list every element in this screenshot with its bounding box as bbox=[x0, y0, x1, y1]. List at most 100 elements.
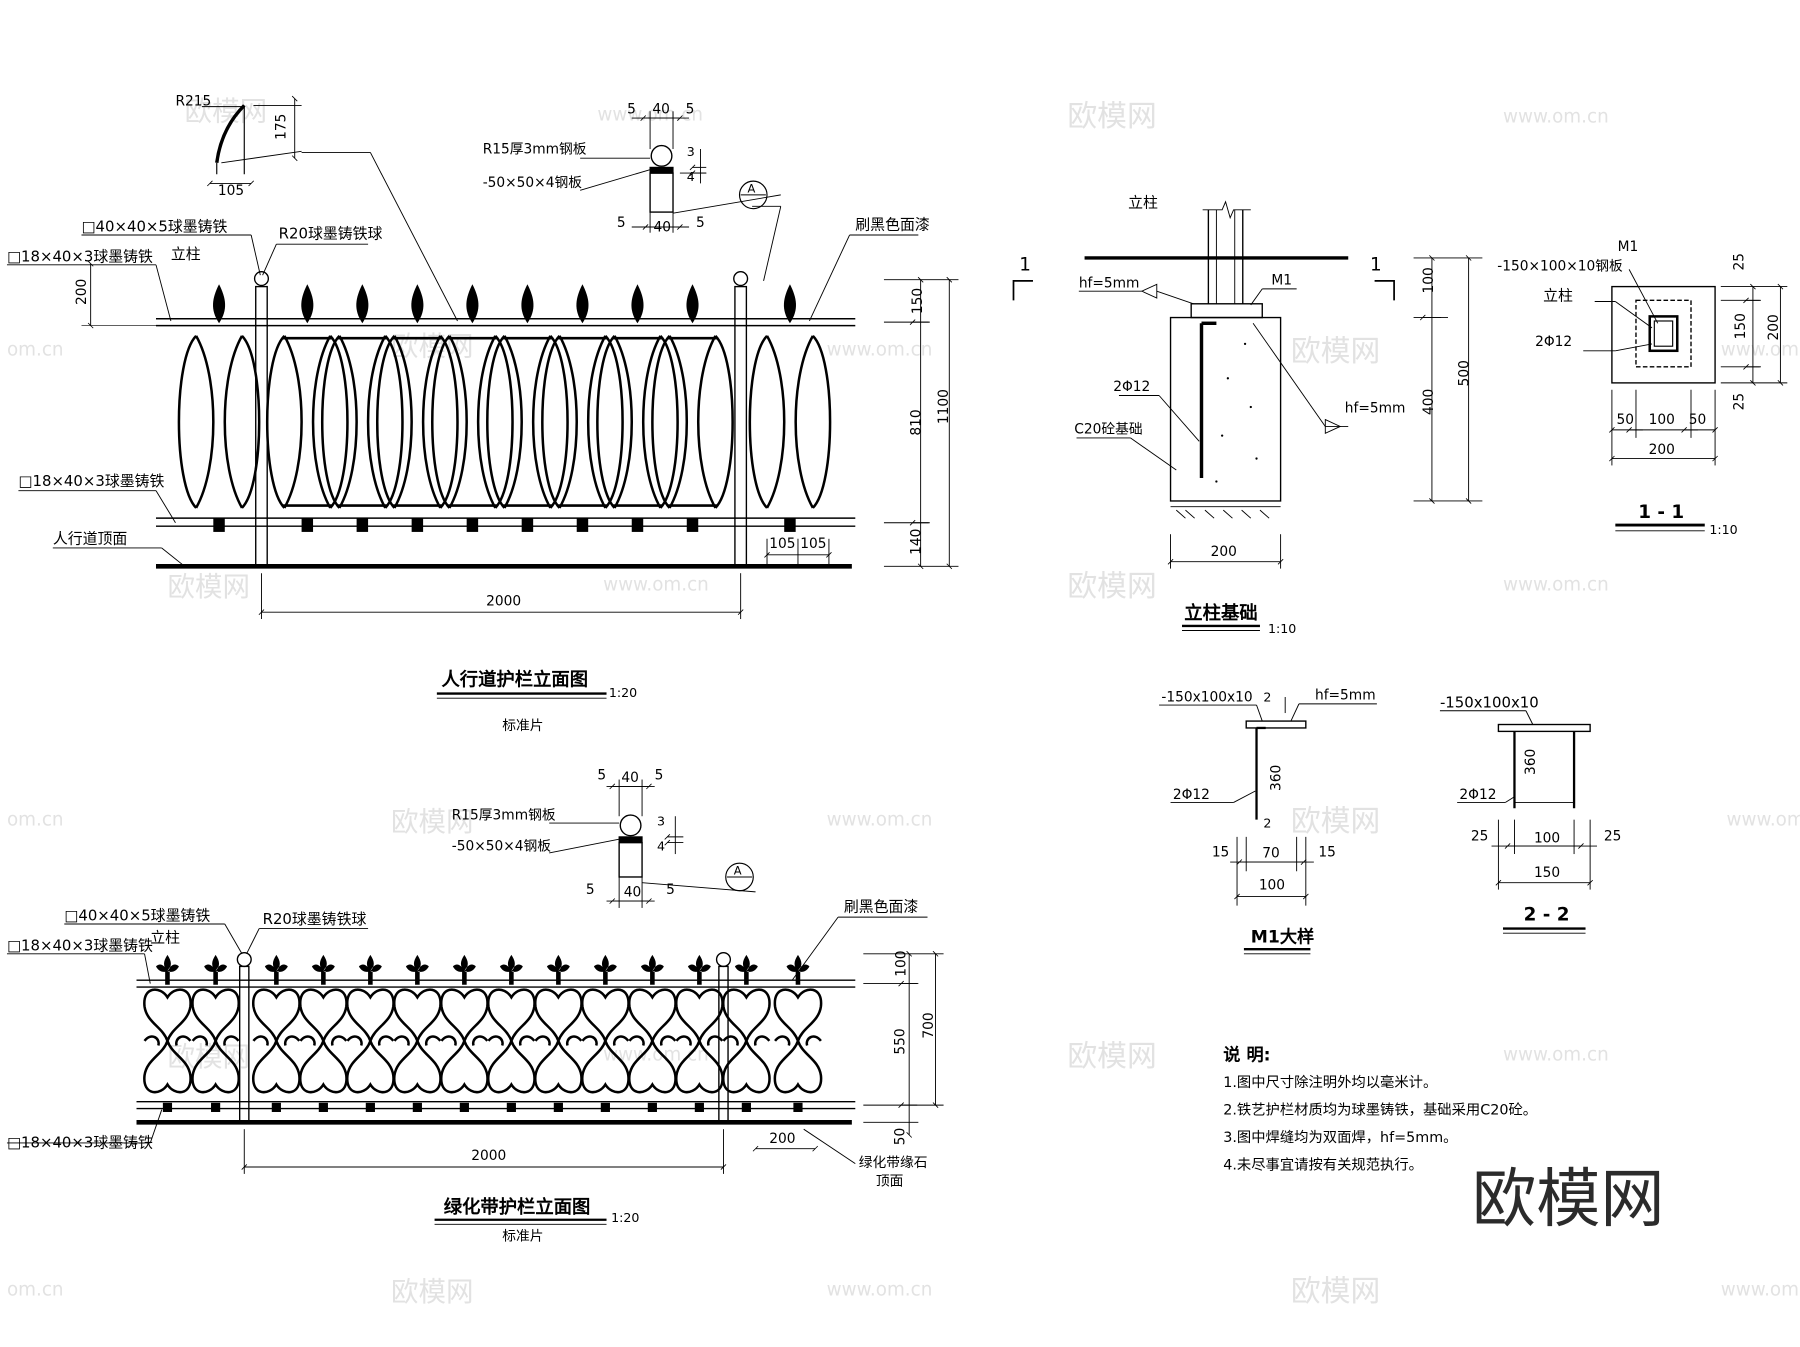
dim-label: 50 bbox=[893, 1128, 909, 1146]
material-label: □40×40×5球墨铸铁 bbox=[81, 218, 227, 236]
drawing-subtitle: 标准片 bbox=[502, 1228, 543, 1244]
sidewalk-fence-elevation bbox=[6, 95, 959, 699]
dim-label: 140 bbox=[909, 529, 925, 555]
drawing-subtitle: 标准片 bbox=[502, 718, 543, 734]
dim-label: 40 bbox=[624, 884, 642, 900]
drawing-title: 立柱基础 bbox=[1184, 602, 1257, 624]
watermark: 欧模网 bbox=[1067, 569, 1156, 604]
dim-label: 150 bbox=[1733, 313, 1749, 339]
brand-watermark: 欧模网 bbox=[1472, 1162, 1665, 1237]
dim-label: 5 bbox=[597, 768, 606, 784]
watermark: om.cn bbox=[7, 339, 64, 360]
greenbelt-fence-elevation bbox=[6, 916, 944, 1225]
watermark: om.cn bbox=[7, 1279, 64, 1300]
watermark: www.om.cn bbox=[1721, 339, 1800, 360]
watermark: www.om.cn bbox=[1727, 809, 1800, 830]
plate-label: R15厚3mm钢板 bbox=[452, 808, 556, 824]
rebar-label: 2Φ12 bbox=[1459, 787, 1496, 803]
watermark: 欧模网 bbox=[391, 806, 474, 838]
greenbelt-fence-labels: □40×40×5球墨铸铁 R20球墨铸铁球 立柱 □18×40×3球墨铸铁 刷黑… bbox=[7, 897, 937, 1244]
dim-label: 40 bbox=[621, 770, 638, 786]
ball-label: R20球墨铸铁球 bbox=[279, 224, 383, 242]
post-label: 立柱 bbox=[1128, 193, 1158, 211]
dim-label: 100 bbox=[1534, 831, 1560, 847]
dim-label: 25 bbox=[1604, 828, 1622, 844]
dim-label: 200 bbox=[1649, 442, 1675, 458]
note-item: 2.铁艺护栏材质均为球墨铸铁，基础采用C20砼。 bbox=[1223, 1101, 1537, 1118]
note-item: 4.未尽事宜请按有关规范执行。 bbox=[1223, 1156, 1423, 1173]
dim-label: 3 bbox=[687, 144, 695, 159]
dim-label: 105 bbox=[769, 536, 795, 552]
dim-label: 810 bbox=[909, 409, 925, 435]
drawing-scale: 1:10 bbox=[1709, 522, 1737, 537]
dim-label: 5 bbox=[617, 215, 626, 231]
watermark: www.om.cn bbox=[1503, 574, 1609, 595]
watermark: www.om.cn bbox=[603, 574, 709, 595]
ball-label: R20球墨铸铁球 bbox=[263, 910, 367, 928]
watermark: 欧模网 bbox=[1291, 1274, 1380, 1309]
watermark: www.om.cn bbox=[1503, 107, 1609, 128]
dim-label: 5 bbox=[696, 215, 705, 231]
watermark: www.om.cn bbox=[603, 1044, 709, 1065]
plate-label: -150x100x10 bbox=[1161, 690, 1252, 706]
watermark: 欧模网 bbox=[1067, 1039, 1156, 1074]
drawing-title: 绿化带护栏立面图 bbox=[444, 1196, 591, 1218]
watermark: 欧模网 bbox=[391, 1276, 474, 1308]
ground-label: 人行道顶面 bbox=[53, 529, 128, 547]
watermark: www.om.cn bbox=[827, 809, 933, 830]
dim-label: 150 bbox=[1534, 865, 1560, 881]
dim-label: 175 bbox=[274, 114, 290, 140]
plate-label: -50×50×4钢板 bbox=[452, 839, 551, 855]
dim-label: 50 bbox=[1689, 412, 1706, 428]
dim-label: 5 bbox=[655, 768, 664, 784]
post-cap-detail-1 bbox=[580, 111, 781, 233]
dim-label: 2000 bbox=[486, 593, 521, 609]
dim-label: 5 bbox=[686, 101, 695, 117]
rail-label: □18×40×3球墨铸铁 bbox=[7, 247, 153, 265]
concrete-label: C20砼基础 bbox=[1074, 420, 1142, 437]
detail-mark: A bbox=[734, 864, 742, 878]
drawing-scale: 1:20 bbox=[611, 1210, 639, 1225]
post-foundation-section bbox=[1012, 200, 1483, 631]
post-cap-detail-1-labels: 5 40 5 R15厚3mm钢板 -50×50×4钢板 3 4 5 40 5 A bbox=[483, 101, 756, 235]
dim-label: 15 bbox=[1318, 844, 1336, 860]
dim-label: 25 bbox=[1732, 393, 1748, 411]
weld-label: hf=5mm bbox=[1079, 276, 1140, 292]
dim-label: 2000 bbox=[471, 1148, 506, 1164]
material-label: □40×40×5球墨铸铁 bbox=[64, 907, 210, 925]
watermark: 欧模网 bbox=[167, 571, 250, 603]
dim-label: 4 bbox=[687, 169, 695, 184]
dim-label: 360 bbox=[1523, 749, 1539, 775]
plate-label: R15厚3mm钢板 bbox=[483, 142, 587, 158]
dim-label: 2 bbox=[1263, 690, 1271, 705]
post-label: 立柱 bbox=[150, 928, 180, 946]
watermark: 欧模网 bbox=[1291, 804, 1380, 839]
section-1-1-labels: M1 -150×100×10钢板 立柱 2Φ12 25 150 25 200 5… bbox=[1497, 239, 1782, 537]
watermark: www.om.cn bbox=[1721, 1279, 1800, 1300]
dim-label: 550 bbox=[893, 1028, 909, 1054]
curb-label: 顶面 bbox=[876, 1173, 904, 1189]
post-foundation-labels: 立柱 1 1 hf=5mm M1 2Φ12 C20砼基础 hf=5mm 100 … bbox=[1019, 193, 1472, 635]
dim-label: 105 bbox=[218, 183, 244, 199]
weld-label: hf=5mm bbox=[1345, 401, 1406, 417]
detail-mark: A bbox=[748, 182, 756, 196]
dim-label: 40 bbox=[654, 220, 672, 236]
drawing-title: 2 - 2 bbox=[1524, 905, 1570, 926]
watermark: www.om.cn bbox=[1503, 1044, 1609, 1065]
dim-label: 5 bbox=[586, 882, 595, 898]
post-label: 立柱 bbox=[171, 245, 201, 263]
dim-label: 200 bbox=[1211, 544, 1237, 560]
section-mark: 1 bbox=[1019, 255, 1031, 276]
m1-detail-labels: -150x100x10 2 hf=5mm 2Φ12 360 2 15 70 15… bbox=[1161, 687, 1375, 947]
curb-label: 绿化带缘石 bbox=[859, 1155, 928, 1171]
notes-heading: 说 明: bbox=[1223, 1044, 1270, 1065]
watermarks: 欧模网 www.om.cn 欧模网 www.om.cn om.cn 欧模网 ww… bbox=[7, 95, 1800, 1309]
plate-mark: M1 bbox=[1271, 272, 1292, 288]
rebar-label: 2Φ12 bbox=[1173, 787, 1210, 803]
watermark: www.om.cn bbox=[827, 339, 933, 360]
plate-label: -150×100×10钢板 bbox=[1497, 259, 1623, 275]
drawing-scale: 1:10 bbox=[1268, 621, 1296, 636]
paint-label: 刷黑色面漆 bbox=[855, 215, 930, 233]
dim-label: 500 bbox=[1457, 360, 1473, 386]
dim-label: 105 bbox=[800, 536, 826, 552]
